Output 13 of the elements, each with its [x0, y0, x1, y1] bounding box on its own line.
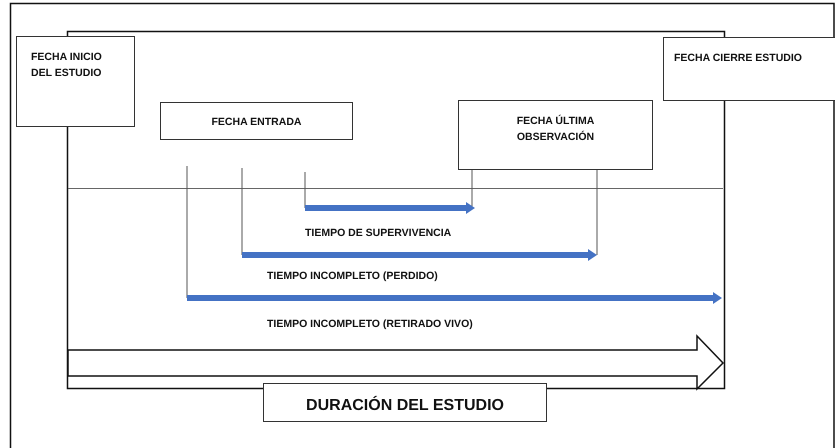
- time-span-label: TIEMPO INCOMPLETO (PERDIDO): [267, 270, 438, 282]
- box-label: FECHA ÚLTIMA OBSERVACIÓN: [516, 114, 596, 146]
- box-label: DURACIÓN DEL ESTUDIO: [305, 394, 505, 416]
- box-label: FECHA ENTRADA: [210, 115, 303, 130]
- time-span-label: TIEMPO INCOMPLETO (RETIRADO VIVO): [267, 318, 473, 330]
- box-label: FECHA CIERRE ESTUDIO: [674, 51, 803, 66]
- date-box: [160, 102, 353, 140]
- date-box: [663, 37, 835, 101]
- time-span-label: TIEMPO DE SUPERVIVENCIA: [305, 227, 452, 239]
- date-box: [263, 383, 547, 422]
- date-box: [16, 36, 135, 127]
- date-box: [458, 100, 653, 170]
- box-label: FECHA INICIO DEL ESTUDIO: [31, 50, 103, 82]
